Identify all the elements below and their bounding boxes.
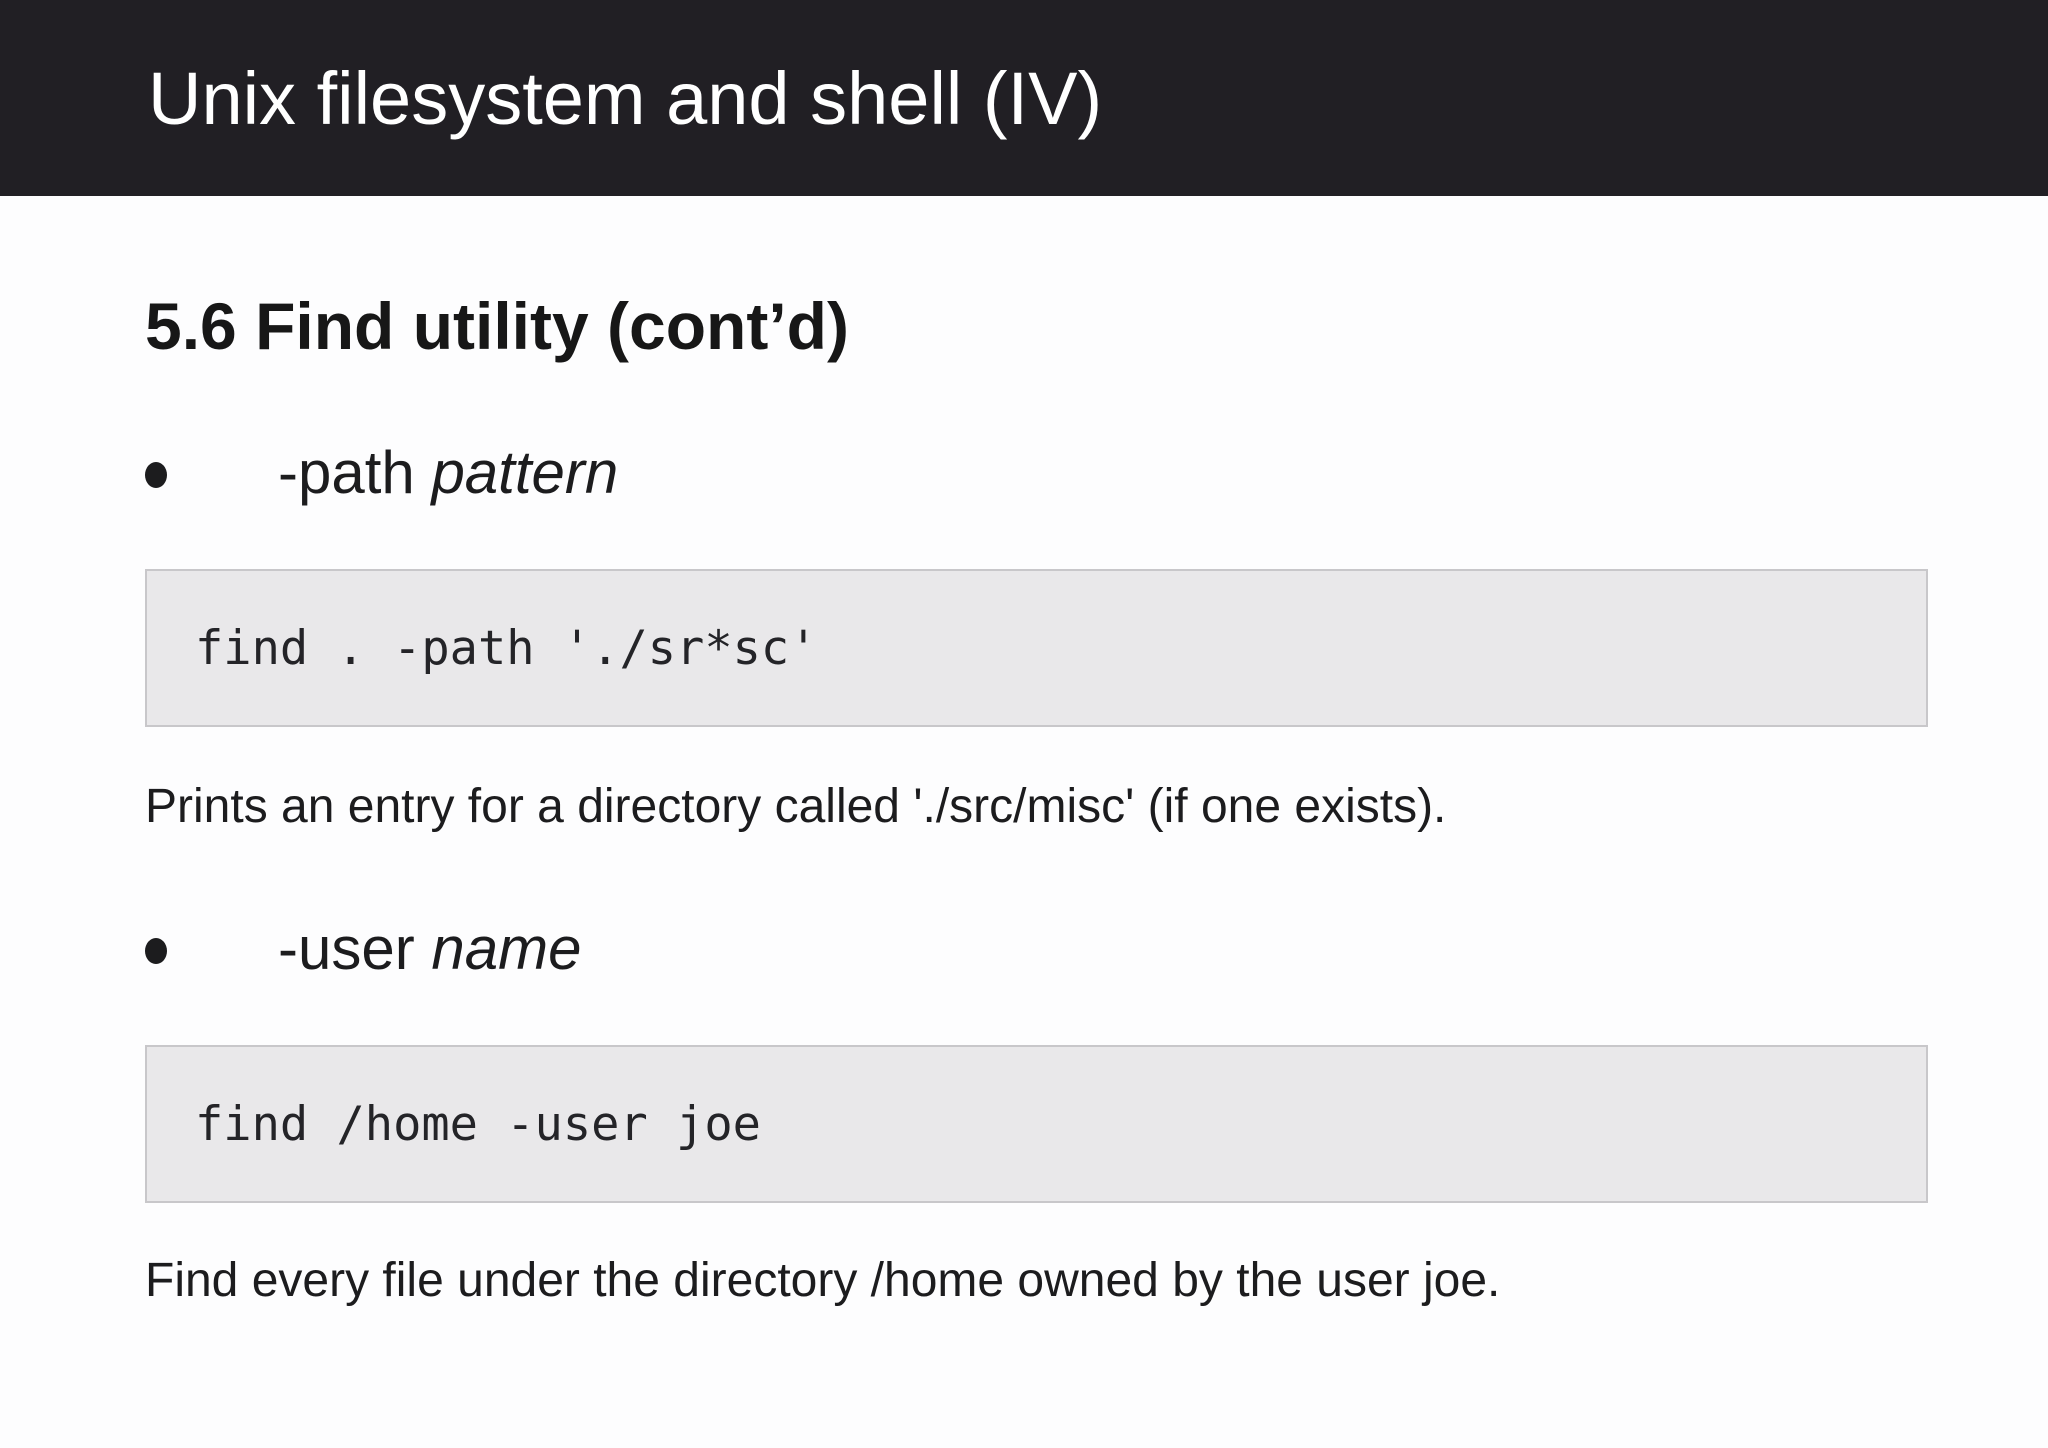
- code-block-user-example: find /home -user joe: [145, 1045, 1928, 1203]
- slide-content: 5.6 Find utility (cont’d) -path pattern …: [0, 288, 2048, 1308]
- bullet-icon: [145, 461, 167, 488]
- bullet-item-user: -user name: [145, 914, 1928, 983]
- description-path: Prints an entry for a directory called '…: [145, 780, 1447, 833]
- section-heading: 5.6 Find utility (cont’d): [145, 289, 849, 363]
- option-argument: name: [431, 915, 582, 982]
- bullet-item-path: -path pattern: [145, 438, 1928, 507]
- option-name: -path: [278, 439, 432, 506]
- code-block-path-example: find . -path './sr*sc': [145, 569, 1928, 727]
- option-name: -user: [278, 915, 432, 982]
- slide-header: Unix filesystem and shell (IV): [0, 0, 2048, 196]
- code-text: find /home -user joe: [195, 1096, 761, 1152]
- option-argument: pattern: [431, 439, 619, 506]
- bullet-icon: [145, 937, 167, 964]
- description-user: Find every file under the directory /hom…: [145, 1254, 1501, 1307]
- code-text: find . -path './sr*sc': [195, 620, 818, 676]
- slide-title: Unix filesystem and shell (IV): [148, 56, 1103, 140]
